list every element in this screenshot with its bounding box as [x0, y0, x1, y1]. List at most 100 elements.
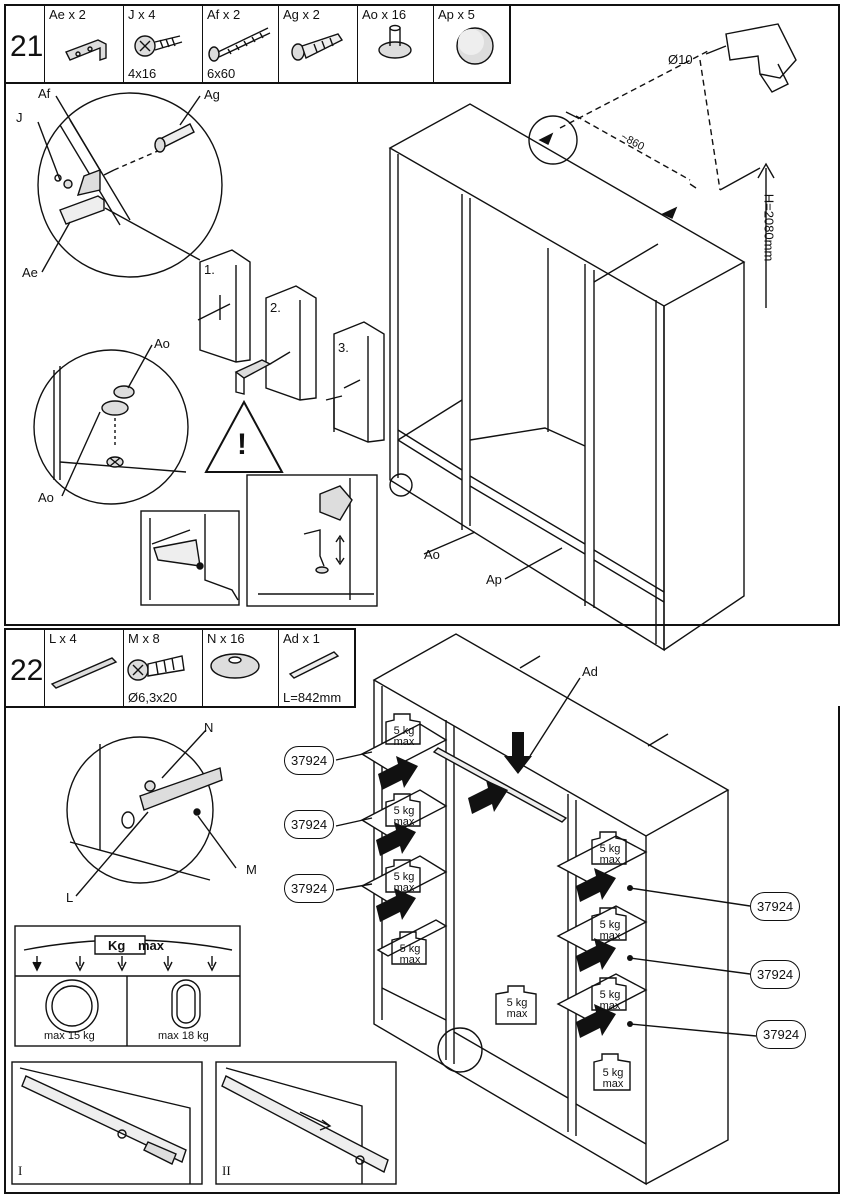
- shelf-weight-4-max: max: [399, 954, 421, 966]
- part-label-l: L x 4: [49, 631, 77, 646]
- sub-step-2: 2.: [270, 300, 281, 315]
- part-cell-af: Af x 2 6x60: [202, 6, 279, 82]
- part-label-m: M x 8: [128, 631, 160, 646]
- shelf-weight-5-value: 5 kg: [506, 997, 528, 1009]
- callout-ap-main: Ap: [486, 572, 502, 587]
- part-label-ae: Ae x 2: [49, 7, 86, 22]
- detail-circle-slide: [66, 736, 223, 884]
- drill-diameter: Ø10: [668, 52, 693, 67]
- part-cell-n: N x 16: [202, 630, 279, 706]
- step-22-number: 22: [10, 654, 44, 687]
- part-label-n: N x 16: [207, 631, 245, 646]
- push-arrows: [376, 732, 616, 1038]
- cap-ap-icon: [456, 27, 494, 65]
- part-code-badge-6: 37924: [756, 1020, 807, 1049]
- step-21-number: 21: [10, 30, 44, 63]
- shelf-weight-2-max: max: [393, 816, 415, 828]
- load-max-label: max: [138, 938, 165, 953]
- callout-ag: Ag: [204, 87, 220, 102]
- shelf-weight-1-max: max: [393, 736, 415, 748]
- shelf-weight-9-max: max: [602, 1078, 624, 1090]
- screw-j-icon: [134, 35, 183, 57]
- badge-connectors: [335, 677, 757, 1037]
- callout-m: M: [246, 862, 257, 877]
- part-label-ap: Ap x 5: [438, 7, 475, 22]
- part-code-badge-3: 37924: [284, 874, 335, 903]
- shelf-weight-1-value: 5 kg: [393, 725, 415, 737]
- shelf-weight-6-max: max: [599, 854, 621, 866]
- callout-j: J: [16, 110, 23, 125]
- roman-ii: II: [222, 1163, 231, 1178]
- detail-circle-cap: [33, 349, 189, 505]
- bracket-ae-icon: [65, 39, 107, 61]
- part-code-badge-4: 37924: [750, 892, 801, 921]
- part-label-j: J x 4: [128, 7, 156, 22]
- drill-icon: [705, 23, 797, 93]
- part-label-ag: Ag x 2: [283, 7, 320, 22]
- detail-drawer-clip: [140, 510, 240, 606]
- shelf-weight-2-value: 5 kg: [393, 805, 415, 817]
- shelf-weight-9-value: 5 kg: [602, 1067, 624, 1079]
- detail-slide-i: [11, 1061, 203, 1185]
- part-cell-ao: Ao x 16: [357, 6, 434, 82]
- part-cell-ag: Ag x 2: [278, 6, 358, 82]
- warning-icon: [204, 399, 284, 473]
- part-cell-m: M x 8 Ø6,3x20: [123, 630, 203, 706]
- load-oval-limit: max 18 kg: [158, 1030, 209, 1042]
- part-size-ad: L=842mm: [283, 690, 342, 705]
- part-size-j: 4x16: [128, 66, 157, 81]
- shelf-weight-4-value: 5 kg: [399, 943, 421, 955]
- shelf-weight-8-value: 5 kg: [599, 989, 621, 1001]
- load-kg-label: Kg: [108, 938, 126, 953]
- warning-mark: !: [237, 428, 247, 461]
- shelf-weight-5-max: max: [506, 1008, 528, 1020]
- washer-n-icon: [210, 653, 260, 679]
- sub-step-3: 3.: [338, 340, 349, 355]
- shelf-weight-7-value: 5 kg: [599, 919, 621, 931]
- screw-af-icon: [208, 27, 271, 62]
- part-label-af: Af x 2: [207, 7, 241, 22]
- part-cell-j: J x 4 4x16: [123, 6, 203, 82]
- screw-m-icon: [127, 655, 185, 681]
- callout-ao-bottom: Ao: [38, 490, 54, 505]
- part-size-m: Ø6,3x20: [128, 690, 178, 705]
- callout-l: L: [66, 890, 74, 905]
- shelf-weight-3-max: max: [393, 882, 415, 894]
- wardrobe-step22: [372, 633, 730, 1186]
- part-label-ao: Ao x 16: [362, 7, 407, 22]
- weight-plates: [385, 713, 631, 1091]
- wardrobe-step21: [388, 49, 775, 652]
- part-cell-l: L x 4: [44, 630, 124, 706]
- callout-ad: Ad: [582, 664, 598, 679]
- step-22-parts-header: 22 L x 4 M x 8 Ø6,3x20 N x 16 Ad x 1 L=8…: [4, 628, 356, 708]
- shelf-weight-8-max: max: [599, 1000, 621, 1012]
- callout-ao-top: Ao: [154, 336, 170, 351]
- shelves-step22: [360, 723, 648, 1021]
- shelf-weight-3-value: 5 kg: [393, 871, 415, 883]
- sub-step-1: 1.: [204, 262, 215, 277]
- load-diagram: [14, 925, 241, 1047]
- part-code-badge-2: 37924: [284, 810, 335, 839]
- anchor-ag-icon: [291, 33, 344, 61]
- part-cell-ad: Ad x 1 L=842mm: [278, 630, 356, 706]
- part-code-badge-1: 37924: [284, 746, 335, 775]
- shelf-weight-6-value: 5 kg: [599, 843, 621, 855]
- part-code-badge-5: 37924: [750, 960, 801, 989]
- part-cell-ae: Ae x 2: [44, 6, 124, 82]
- part-cell-ap: Ap x 5: [433, 6, 511, 82]
- detail-hinge: [246, 474, 378, 607]
- shelf-weight-7-max: max: [599, 930, 621, 942]
- sub-step-panels: [197, 249, 385, 443]
- step-21-parts-header: 21 Ae x 2 J x 4 4x16 Af x 2 6x60 Ag x 2 …: [4, 4, 511, 84]
- load-round-limit: max 15 kg: [44, 1030, 95, 1042]
- detail-slide-ii: [215, 1061, 397, 1185]
